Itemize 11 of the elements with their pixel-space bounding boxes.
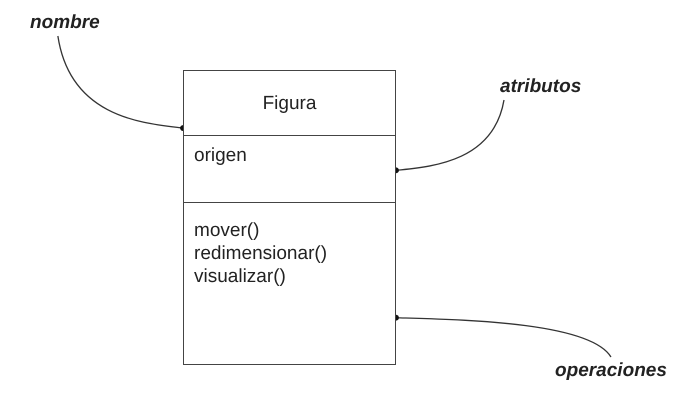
class-name: Figura bbox=[262, 92, 318, 114]
callout-label: nombre bbox=[30, 12, 100, 34]
class-compartment bbox=[183, 135, 396, 203]
class-member: visualizar() bbox=[194, 265, 287, 288]
class-compartment bbox=[183, 202, 396, 365]
class-compartment bbox=[183, 70, 396, 136]
class-member: mover() bbox=[194, 219, 260, 242]
class-member: origen bbox=[194, 144, 248, 167]
callout-label: operaciones bbox=[555, 360, 667, 382]
callout-label: atributos bbox=[500, 76, 582, 98]
class-member: redimensionar() bbox=[194, 242, 328, 265]
